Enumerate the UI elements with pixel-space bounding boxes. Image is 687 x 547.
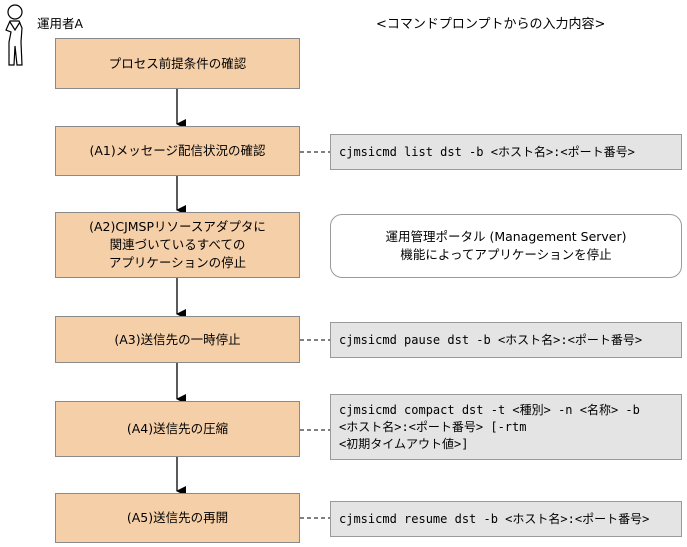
step-text: プロセス前提条件の確認 bbox=[108, 55, 247, 71]
column-header: <コマンドプロンプトからの入力内容> bbox=[376, 17, 606, 32]
command-text: <初期タイムアウト値>] bbox=[339, 436, 469, 451]
step-prerequisite-check: プロセス前提条件の確認 bbox=[55, 38, 300, 89]
step-text: (A1)メッセージ配信状況の確認 bbox=[89, 143, 266, 158]
step-a4: (A4)送信先の圧縮 bbox=[55, 401, 300, 457]
command-text: cjmsicmd resume dst -b <ホスト名>:<ポート番号> bbox=[339, 511, 650, 526]
step-a3: (A3)送信先の一時停止 bbox=[55, 316, 300, 363]
command-text: <ホスト名>:<ポート番号> [-rtm bbox=[339, 419, 527, 434]
step-text: (A3)送信先の一時停止 bbox=[114, 331, 241, 347]
step-text: (A4)送信先の圧縮 bbox=[126, 421, 229, 436]
step-a1: (A1)メッセージ配信状況の確認 bbox=[55, 126, 300, 176]
command-a3: cjmsicmd pause dst -b <ホスト名>:<ポート番号> bbox=[330, 322, 682, 358]
command-a4: cjmsicmd compact dst -t <種別> -n <名称> -b … bbox=[330, 394, 682, 460]
command-text: cjmsicmd pause dst -b <ホスト名>:<ポート番号> bbox=[339, 332, 643, 347]
step-text: 関連づいているすべての bbox=[109, 237, 246, 252]
actor-label: 運用者A bbox=[37, 16, 84, 31]
command-text: cjmsicmd list dst -b <ホスト名>:<ポート番号> bbox=[339, 144, 635, 159]
note-text: 機能によってアプリケーションを停止 bbox=[400, 247, 612, 262]
step-text: アプリケーションの停止 bbox=[108, 255, 247, 270]
person-icon bbox=[5, 4, 23, 66]
step-a5: (A5)送信先の再開 bbox=[55, 493, 300, 543]
command-text: cjmsicmd compact dst -t <種別> -n <名称> -b bbox=[339, 402, 640, 417]
note-a2: 運用管理ポータル (Management Server) 機能によってアプリケー… bbox=[330, 214, 682, 278]
step-text: (A5)送信先の再開 bbox=[126, 510, 229, 525]
step-text: (A2)CJMSPリソースアダプタに bbox=[89, 219, 266, 234]
command-a1: cjmsicmd list dst -b <ホスト名>:<ポート番号> bbox=[330, 134, 682, 170]
step-a2: (A2)CJMSPリソースアダプタに 関連づいているすべての アプリケーションの… bbox=[55, 212, 300, 278]
note-text: 運用管理ポータル (Management Server) bbox=[385, 229, 627, 244]
command-a5: cjmsicmd resume dst -b <ホスト名>:<ポート番号> bbox=[330, 501, 682, 537]
